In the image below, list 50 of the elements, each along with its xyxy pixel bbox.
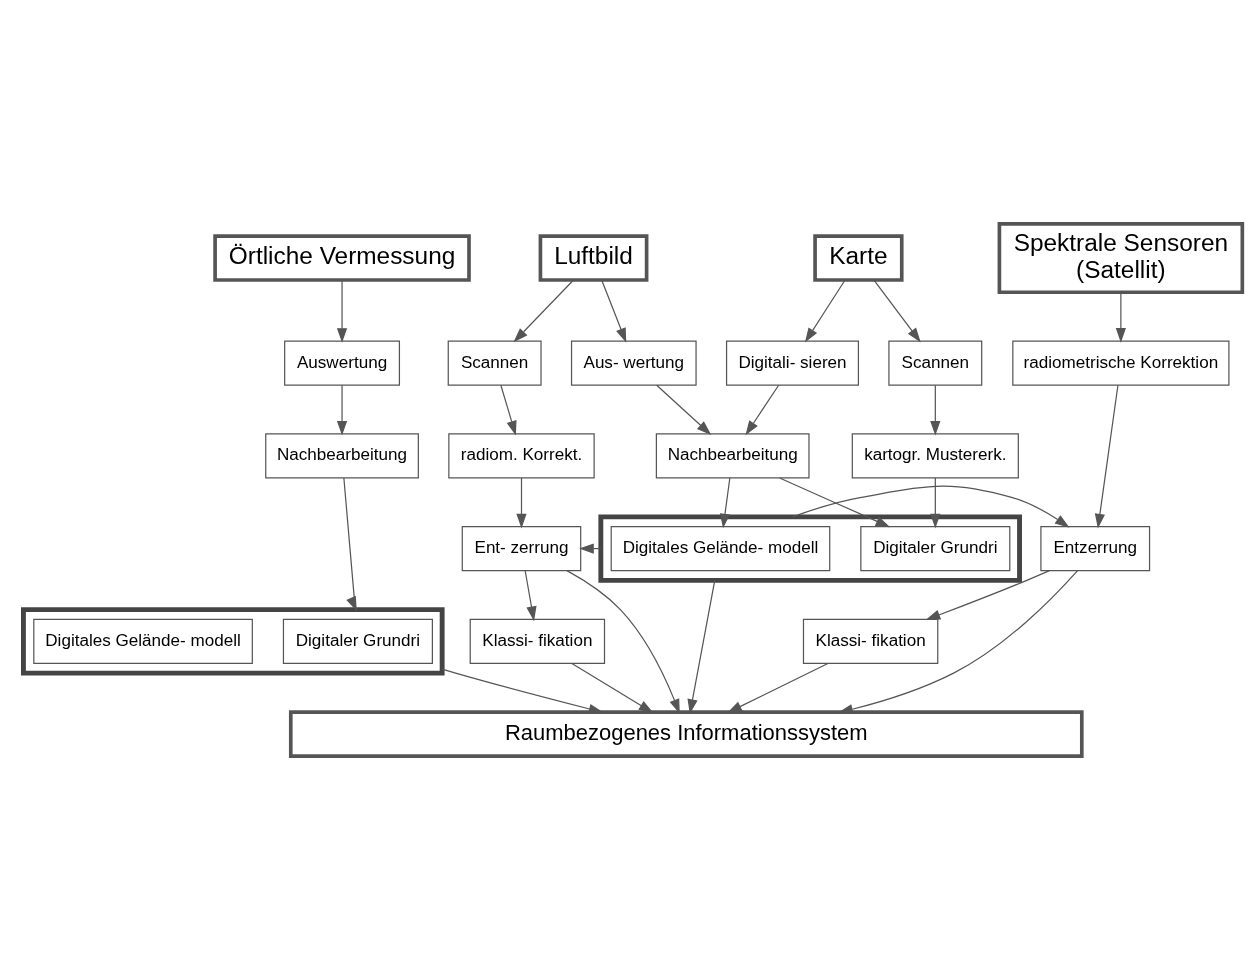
node-box: Aus- wertung [570, 339, 697, 386]
arrow [441, 668, 604, 714]
node-box: Digitaler Grundri [282, 618, 433, 664]
node-box: Entzerrung [1040, 525, 1151, 571]
node-box: radiometrische Korrektion [1012, 339, 1230, 386]
node-box: Scannen [888, 339, 983, 386]
node-box: Raumbezogenes Informationssystem [288, 709, 1084, 758]
node-box: Nachbearbeitung [265, 432, 419, 478]
arrow [571, 662, 654, 713]
node-box: Scannen [447, 339, 542, 386]
arrow [1115, 291, 1126, 343]
node-box: Digitales Gelände- modell [610, 525, 831, 571]
arrow [925, 569, 1051, 620]
arrow [656, 384, 712, 435]
node-box: radiom. Korrekt. [448, 432, 595, 478]
arrow [687, 579, 716, 714]
node-box: Ent- zerrung [461, 525, 582, 571]
arrow [500, 384, 517, 436]
arrow [745, 384, 780, 435]
node-box: Luftbild [538, 233, 649, 282]
arrow [336, 279, 348, 343]
arrow [516, 476, 527, 528]
node-box: Örtliche Vermessung [213, 233, 471, 282]
arrow [336, 384, 348, 436]
node-box: Klassi- fikation [469, 618, 606, 664]
node-box: Karte [813, 233, 904, 282]
arrow [930, 384, 941, 436]
arrow [524, 569, 537, 621]
arrow [601, 279, 627, 343]
node-box: kartogr. Mustererk. [851, 432, 1019, 478]
node-box: Auswertung [284, 339, 401, 386]
arrow [838, 569, 1078, 714]
arrow [1094, 384, 1119, 528]
node-box: Klassi- fikation [802, 618, 939, 664]
node-box: Digitali- sieren [725, 339, 859, 386]
arrow [513, 279, 574, 342]
node-box: Spektrale Sensoren (Satellit) [997, 221, 1245, 294]
arrow [343, 476, 357, 611]
node-box: Digitaler Grundri [860, 525, 1011, 571]
arrow [792, 485, 1070, 528]
arrow [873, 279, 921, 342]
arrow [566, 569, 680, 714]
arrow [719, 476, 731, 528]
arrow [779, 476, 891, 527]
arrow [727, 662, 829, 713]
cluster [21, 606, 445, 676]
node-box: Digitales Gelände- modell [33, 618, 253, 664]
node-box: Nachbearbeitung [655, 432, 810, 478]
arrow [930, 476, 941, 528]
arrow [804, 279, 846, 342]
